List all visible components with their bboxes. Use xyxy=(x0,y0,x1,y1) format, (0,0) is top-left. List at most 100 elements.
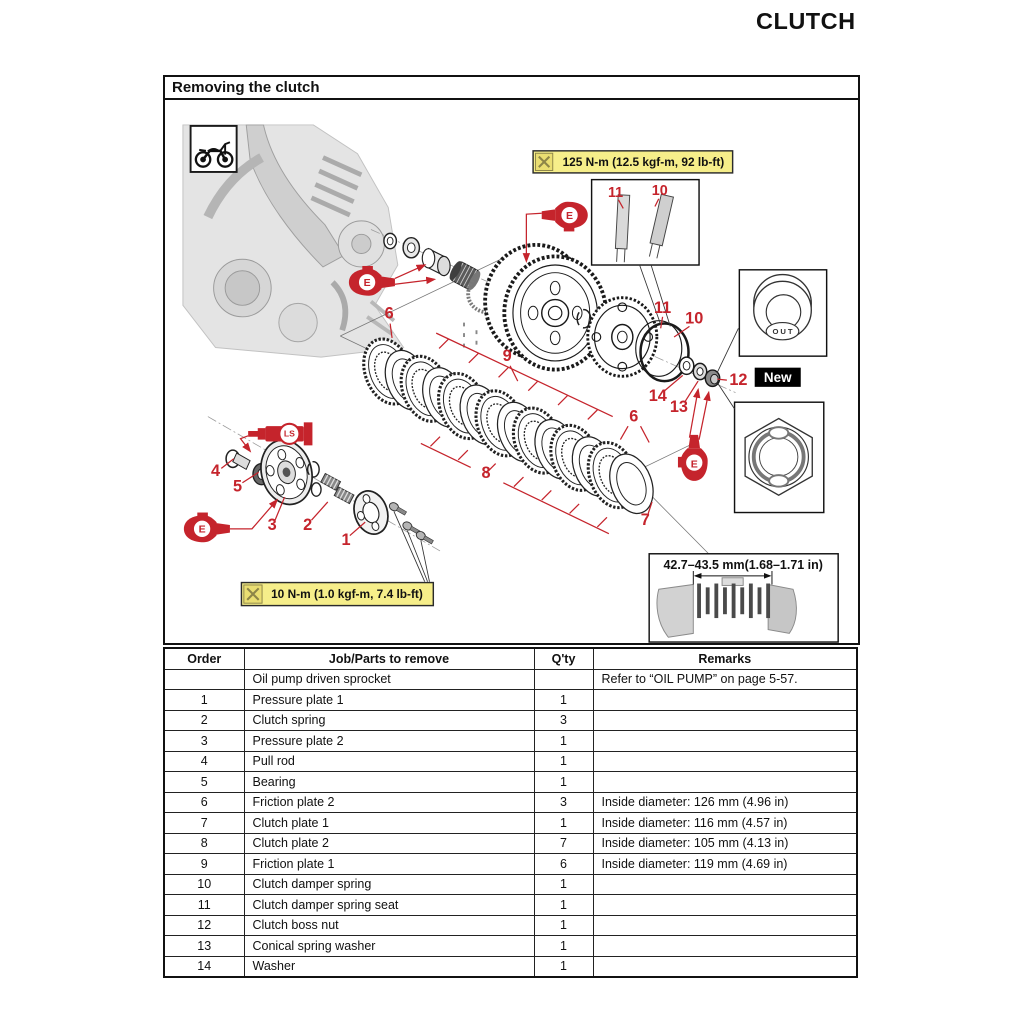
stack-height-inset: 42.7–43.5 mm(1.68–1.71 in) xyxy=(648,553,839,643)
table-cell-job: Clutch plate 1 xyxy=(243,812,535,834)
table-cell-job: Clutch plate 2 xyxy=(243,832,535,854)
callout-1: 1 xyxy=(341,531,350,549)
callouts: 6 9 8 6 7 11 10 14 13 12 4 5 3 xyxy=(211,299,747,549)
callout-5: 5 xyxy=(233,477,242,495)
clutch-spring-part xyxy=(333,486,355,505)
table-cell-job: Clutch damper spring xyxy=(243,873,535,895)
callout-6: 6 xyxy=(385,305,394,323)
column-header-order: Order xyxy=(163,647,245,670)
out-marking: OUT xyxy=(773,327,795,336)
table-cell-remarks xyxy=(592,689,858,711)
callout-2: 2 xyxy=(303,516,312,534)
callout-3: 3 xyxy=(268,516,277,534)
table-cell-qty: 1 xyxy=(533,955,594,978)
table-cell-qty: 7 xyxy=(533,832,594,854)
table-cell-order: 4 xyxy=(163,750,245,772)
callout-11-inset: 11 xyxy=(608,185,623,201)
table-cell-job: Pull rod xyxy=(243,750,535,772)
clutch-housing-part xyxy=(483,242,608,372)
new-badge: New xyxy=(754,367,801,387)
table-cell-job: Pressure plate 2 xyxy=(243,730,535,752)
table-cell-remarks xyxy=(592,894,858,916)
table-cell-job: Clutch damper spring seat xyxy=(243,894,535,916)
damper-spring-parts xyxy=(635,320,690,383)
table-cell-order: 7 xyxy=(163,812,245,834)
washer-nut-parts xyxy=(678,356,721,388)
page-title: CLUTCH xyxy=(756,8,856,34)
out-washer-inset: OUT xyxy=(716,269,828,373)
small-ring xyxy=(306,460,320,478)
measurement-label: 42.7–43.5 mm(1.68–1.71 in) xyxy=(663,558,822,572)
removal-figure: Removing the clutch xyxy=(163,75,860,645)
table-cell-remarks: Inside diameter: 126 mm (4.96 in) xyxy=(592,791,858,813)
table-cell-job: Washer xyxy=(243,955,535,978)
callout-11: 11 xyxy=(654,299,671,317)
table-cell-order: 5 xyxy=(163,771,245,793)
table-cell-order: 2 xyxy=(163,709,245,731)
table-cell-remarks: Inside diameter: 116 mm (4.57 in) xyxy=(592,812,858,834)
table-cell-remarks xyxy=(592,935,858,957)
spacer-part xyxy=(421,247,451,277)
svg-text:E: E xyxy=(364,277,371,289)
table-cell-remarks: Inside diameter: 119 mm (4.69 in) xyxy=(592,853,858,875)
pressure-plate1-part xyxy=(353,490,389,535)
engine-illustration xyxy=(182,124,405,358)
table-cell-job: Friction plate 2 xyxy=(243,791,535,813)
callout-4: 4 xyxy=(211,462,220,480)
column-header-remarks: Remarks xyxy=(592,647,858,670)
table-cell-job: Bearing xyxy=(243,771,535,793)
parts-table: Order Job/Parts to remove Q'ty Remarks O… xyxy=(163,647,858,978)
table-cell-qty: 6 xyxy=(533,853,594,875)
table-cell-job: Clutch boss nut xyxy=(243,914,535,936)
pull-rod-part xyxy=(225,449,251,471)
torque-spec-upper: 125 N-m (12.5 kgf-m, 92 lb-ft) xyxy=(532,150,734,174)
table-cell-remarks xyxy=(592,914,858,936)
clutch-boss-part xyxy=(586,296,659,378)
table-cell-order: 8 xyxy=(163,832,245,854)
table-cell-order: 14 xyxy=(163,955,245,978)
plate-stack xyxy=(362,337,654,515)
callout-9: 9 xyxy=(503,347,512,365)
table-header-row: Order Job/Parts to remove Q'ty Remarks xyxy=(163,647,858,670)
grease-symbol: LS xyxy=(248,422,313,446)
table-cell-order: 3 xyxy=(163,730,245,752)
damper-inset-box: 11 10 xyxy=(590,178,700,327)
table-cell-qty: 1 xyxy=(533,894,594,916)
table-cell-remarks xyxy=(592,771,858,793)
table-cell-qty: 1 xyxy=(533,812,594,834)
table-cell-remarks xyxy=(592,709,858,731)
small-ring xyxy=(310,482,322,497)
table-cell-order: 9 xyxy=(163,853,245,875)
table-cell-remarks: Inside diameter: 105 mm (4.13 in) xyxy=(592,832,858,854)
wrench-icon xyxy=(535,152,554,171)
svg-text:LS: LS xyxy=(284,429,295,439)
callout-10: 10 xyxy=(685,310,703,328)
svg-text:New: New xyxy=(764,370,792,385)
table-cell-order: 6 xyxy=(163,791,245,813)
callout-14: 14 xyxy=(649,387,667,405)
table-cell-job: Conical spring washer xyxy=(243,935,535,957)
table-cell-job: Clutch spring xyxy=(243,709,535,731)
table-cell-qty: 1 xyxy=(533,730,594,752)
engine-oil-symbol: E xyxy=(677,434,708,481)
table-cell-remarks xyxy=(592,730,858,752)
bolt-leader-lines xyxy=(393,511,430,582)
svg-text:125 N-m (12.5 kgf-m, 92 lb-ft): 125 N-m (12.5 kgf-m, 92 lb-ft) xyxy=(563,155,725,169)
motorcycle-icon xyxy=(189,124,238,173)
clutch-exploded-diagram: 11 10 125 N-m (12.5 kgf-m, 92 lb-ft) 10 … xyxy=(182,124,839,643)
wrench-icon xyxy=(243,584,263,604)
table-cell-order xyxy=(163,668,245,690)
callout-12: 12 xyxy=(729,371,747,389)
table-cell-order: 13 xyxy=(163,935,245,957)
table-cell-qty: 1 xyxy=(533,750,594,772)
callout-6: 6 xyxy=(629,407,638,425)
